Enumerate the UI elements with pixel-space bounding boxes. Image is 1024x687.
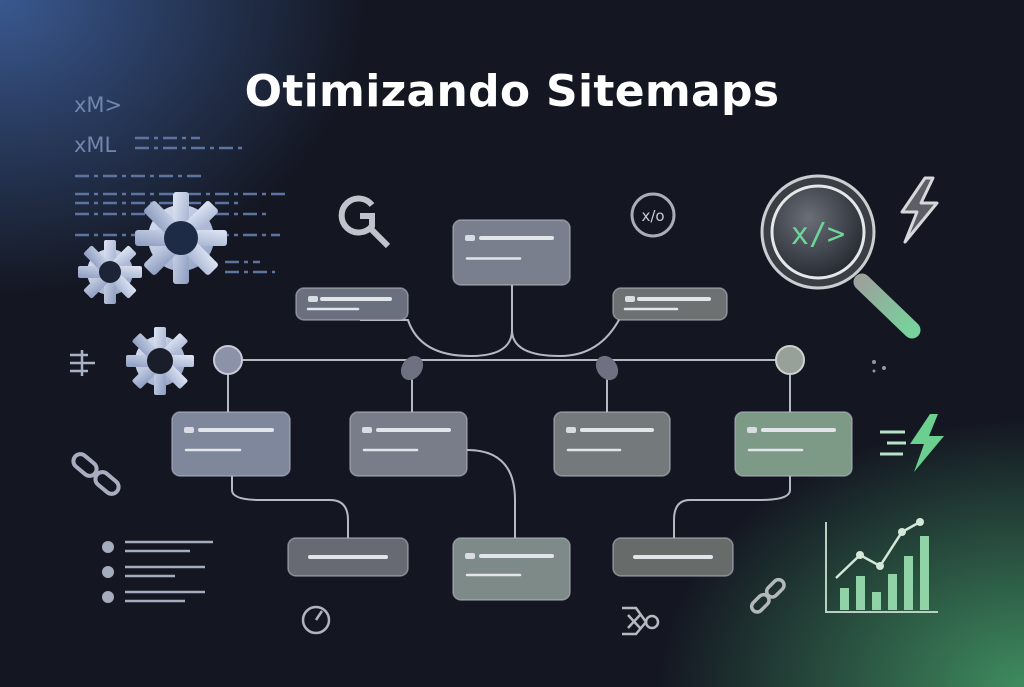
sitemap-card [287,537,409,577]
sitemap-card [612,287,728,321]
google-search-icon [338,195,391,249]
bar-chart-icon [825,518,938,613]
sitemap-card [553,411,671,477]
fast-lightning-icon [880,414,944,472]
sliders-icon [70,350,95,376]
sitemap-card [349,411,468,477]
sitemap-card [452,219,571,286]
link-icon [71,452,121,496]
page-title: Otimizando Sitemaps [244,66,780,117]
sitemap-cards [171,219,853,601]
gear-icon [135,192,227,284]
sitemap-card [612,537,734,577]
hub-node [213,345,243,375]
sitemap-card [452,537,571,601]
xo-badge: x/o [630,192,676,238]
magnifier-code-icon: x/> [760,174,921,339]
sitemap-card [171,411,291,477]
connector-lines [227,285,791,538]
code-line-2: xML [74,133,117,157]
connector-icon [622,606,660,636]
timer-icon [301,605,331,635]
list-icon [102,540,213,603]
code-line-1: xM> [74,93,122,117]
sitemap-card [734,411,853,477]
xo-badge-label: x/o [641,207,664,225]
gear-icon [126,327,194,395]
magnifier-code-label: x/> [791,217,845,252]
hub-node [400,355,424,381]
hub-node [775,345,805,375]
gear-icon [78,240,142,304]
link-icon [749,577,786,614]
sitemap-card [295,287,409,321]
dots-icon [872,360,886,373]
lightning-icon [900,176,939,244]
hub-node [595,355,619,381]
